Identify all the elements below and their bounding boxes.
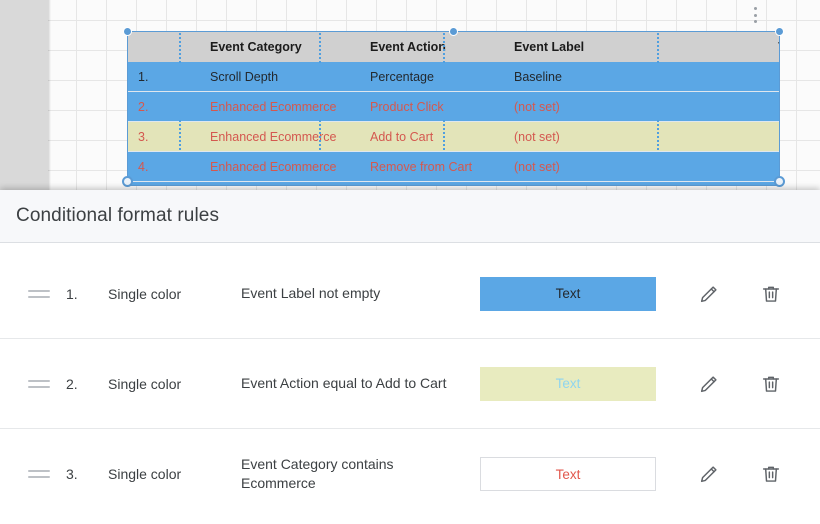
cell-total-events: 6,385 [738,121,779,152]
column-header-total-events-text: Total Events [778,40,779,54]
cell-event-category: Enhanced Ecommerce [200,151,360,182]
rule-color-preview[interactable]: Text [480,276,656,311]
table-header-row: Event Category Event Action Event Label … [128,32,779,62]
cell-event-label: (not set) [504,91,738,122]
selection-handle-bottom-left[interactable] [122,176,133,187]
rule-preview-text: Text [555,466,581,482]
rule-color-preview[interactable]: Text [480,457,656,491]
column-header-event-category[interactable]: Event Category [200,32,360,62]
edit-rule-icon[interactable] [696,281,722,307]
cell-event-category: Enhanced Ecommerce [200,181,360,185]
report-backdrop: Event Category Event Action Event Label … [0,0,820,192]
rule-preview-text: Text [555,376,581,391]
page-title: Conditional format rules [16,205,220,226]
rule-type: Single color [108,466,182,482]
cell-total-events: 9,113 [738,91,779,122]
rule-type: Single color [108,375,182,392]
rules-list: 1. Single color Event Label not empty Te… [0,243,820,519]
cell-event-label: (not set) [504,121,738,152]
rule-actions [656,461,804,487]
rule-row[interactable]: 1. Single color Event Label not empty Te… [0,249,820,339]
cell-index: 2. [128,91,200,122]
conditional-format-rules-panel: Conditional format rules 1. Single color… [0,190,820,524]
cell-index: 1. [128,62,200,92]
column-header-total-events[interactable]: Total Events ▼ [738,32,779,62]
rule-index: 2. [66,375,78,392]
column-header-event-action[interactable]: Event Action [360,32,504,62]
drag-handle-icon[interactable] [28,379,54,388]
selection-handle-top-center[interactable] [449,27,458,36]
delete-rule-icon[interactable] [758,371,784,397]
table-row[interactable]: 4. Enhanced Ecommerce Remove from Cart (… [128,151,779,182]
rule-preview-text: Text [555,286,581,301]
rule-row[interactable]: 2. Single color Event Action equal to Ad… [0,339,820,429]
cell-event-label: (not set) [504,151,738,182]
rule-type: Single color [108,285,182,302]
delete-rule-icon[interactable] [758,461,784,487]
table-row[interactable]: 1. Scroll Depth Percentage Baseline 120,… [128,62,779,92]
cell-index: 5. [128,181,200,185]
table-row[interactable]: 2. Enhanced Ecommerce Product Click (not… [128,91,779,122]
rule-index: 3. [66,466,78,482]
delete-rule-icon[interactable] [758,281,784,307]
chart-more-options-icon[interactable] [748,5,762,25]
cell-event-label: Android Tone Hoodie Black [504,181,738,185]
edit-rule-icon[interactable] [696,371,722,397]
cell-event-label: Baseline [504,62,738,92]
rule-actions [656,281,804,307]
canvas-edge-shadow [48,0,51,192]
selection-handle-bottom-right[interactable] [774,176,785,187]
table-row[interactable]: 5. Enhanced Ecommerce Quickview Click An… [128,181,779,185]
rule-color-preview[interactable]: Text [480,366,656,401]
cell-event-action: Product Click [360,91,504,122]
rule-row[interactable]: 3. Single color Event Category contains … [0,429,820,519]
drag-handle-icon[interactable] [28,470,54,478]
selection-handle-top-left[interactable] [123,27,132,36]
report-table-component[interactable]: Event Category Event Action Event Label … [127,31,780,186]
table-body: 1. Scroll Depth Percentage Baseline 120,… [128,62,779,185]
cell-index: 3. [128,121,200,152]
event-data-table: Event Category Event Action Event Label … [128,32,779,185]
cell-event-category: Scroll Depth [200,62,360,92]
cell-total-events: 1,220 [738,181,779,185]
cell-event-category: Enhanced Ecommerce [200,91,360,122]
selection-handle-top-right[interactable] [775,27,784,36]
table-head: Event Category Event Action Event Label … [128,32,779,62]
column-header-index[interactable] [128,32,200,62]
cell-event-category: Enhanced Ecommerce [200,121,360,152]
edit-rule-icon[interactable] [696,461,722,487]
rule-condition: Event Action equal to Add to Cart [241,375,447,391]
cell-event-action: Remove from Cart [360,151,504,182]
rule-actions [656,371,804,397]
panel-header: Conditional format rules [0,190,820,243]
drag-handle-icon[interactable] [28,289,54,298]
table-row[interactable]: 3. Enhanced Ecommerce Add to Cart (not s… [128,121,779,152]
cell-event-action: Add to Cart [360,121,504,152]
rule-condition: Event Label not empty [241,285,381,301]
rule-index: 1. [66,285,78,302]
rule-condition: Event Category contains Ecommerce [241,456,394,491]
cell-total-events: 1,866 [738,151,779,182]
cell-event-action: Quickview Click [360,181,504,185]
cell-total-events: 120,814 [738,62,779,92]
column-header-event-label[interactable]: Event Label [504,32,738,62]
cell-index: 4. [128,151,200,182]
cell-event-action: Percentage [360,62,504,92]
